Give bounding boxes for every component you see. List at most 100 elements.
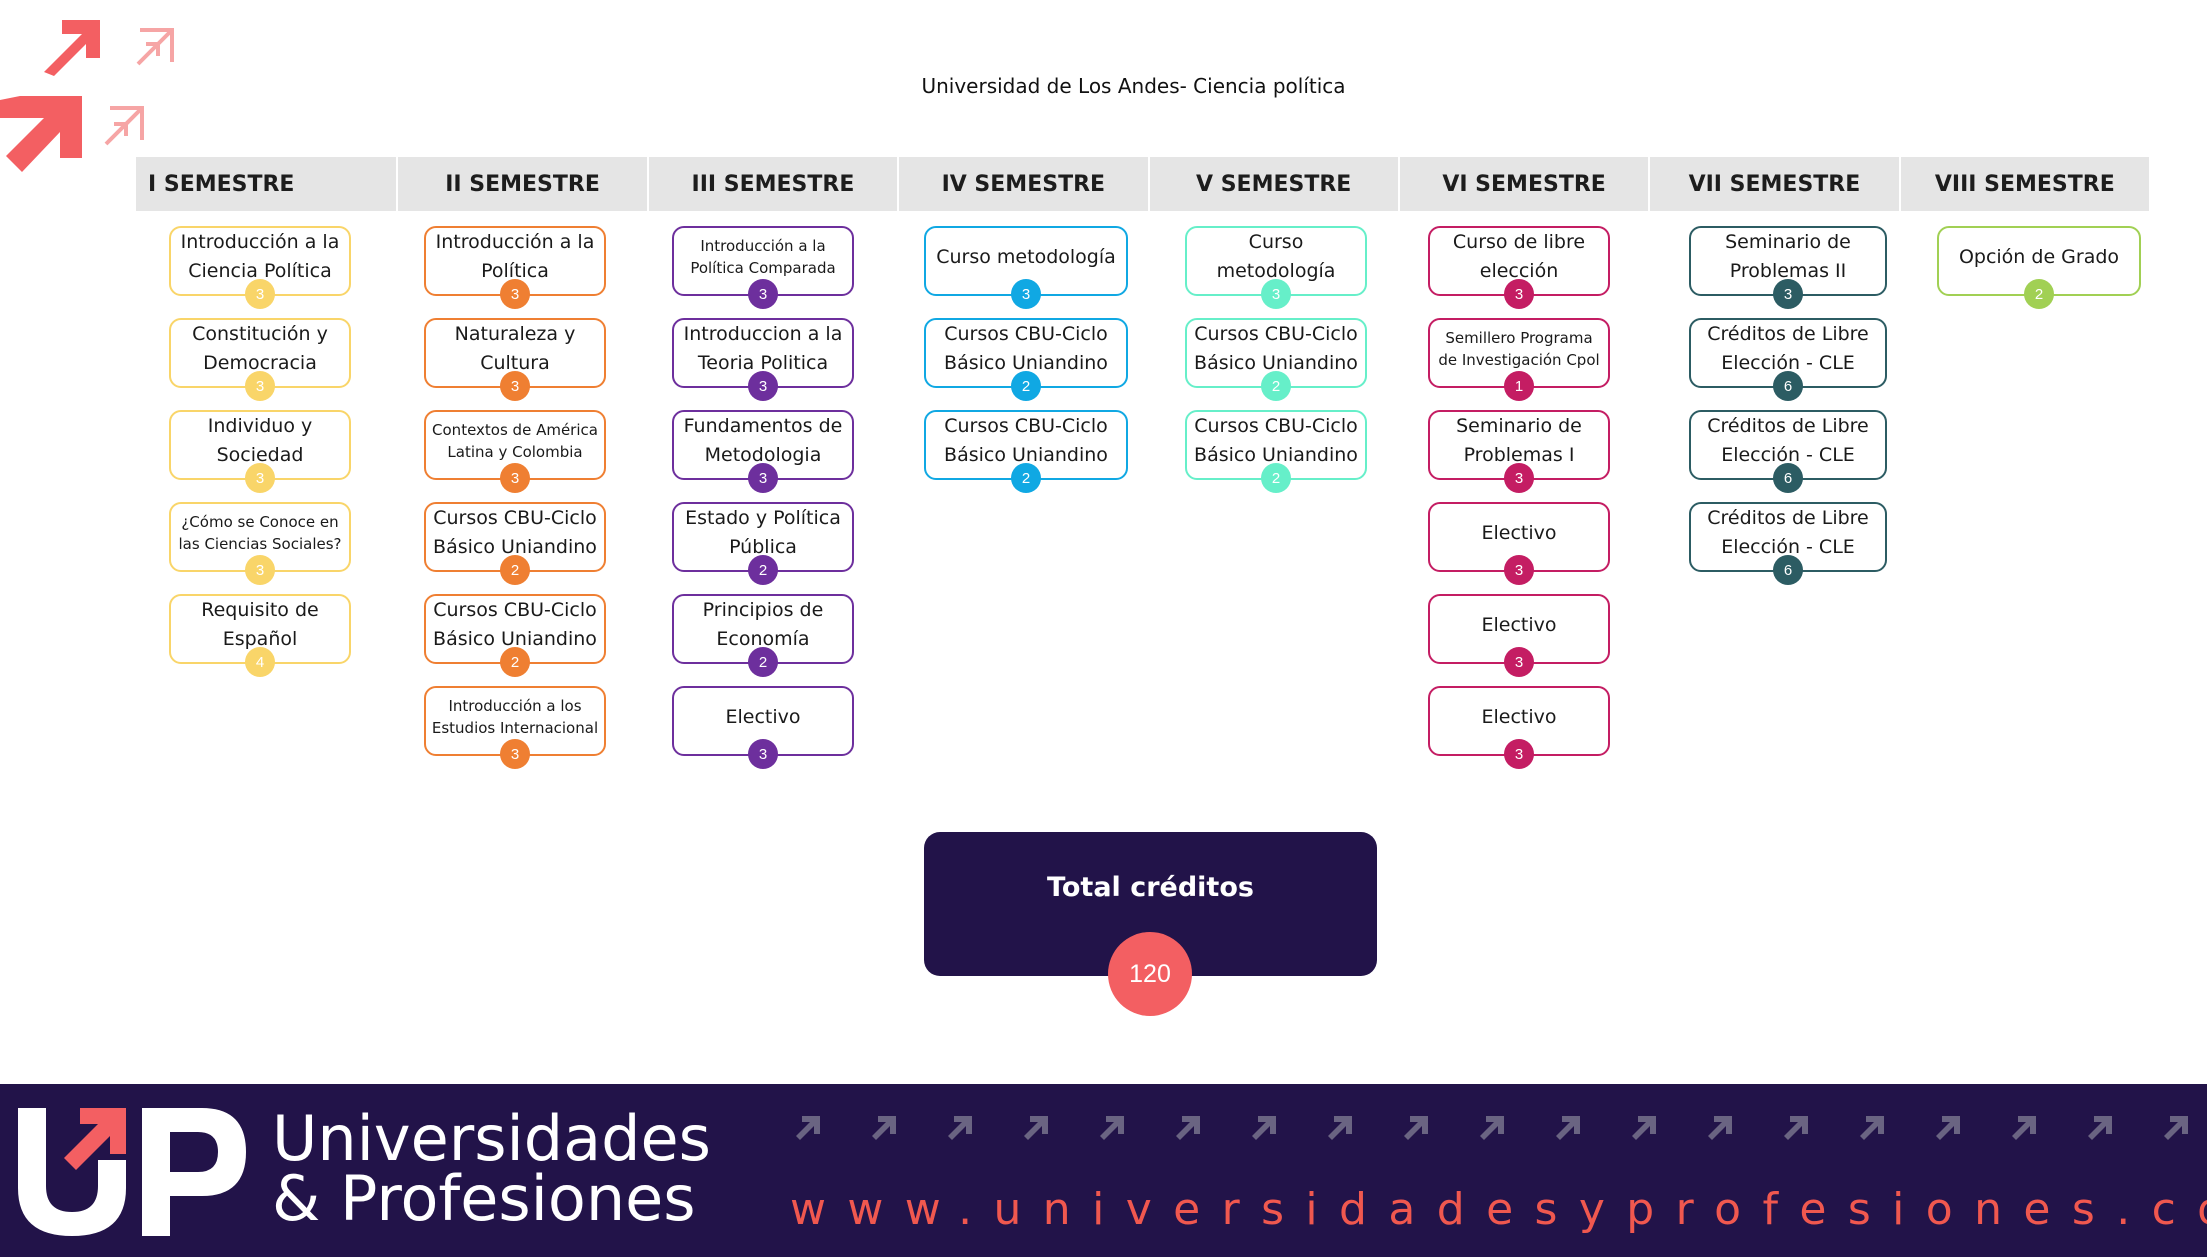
footer-website-link[interactable]: www.universidadesyprofesiones.com <box>790 1184 2207 1235</box>
arrow-icon <box>1784 1116 1808 1140</box>
up-logo-icon <box>18 1108 246 1236</box>
arrow-icon <box>948 1116 972 1140</box>
course-credits-badge: 2 <box>1261 463 1291 493</box>
semester-header-bar: I SEMESTRE II SEMESTRE III SEMESTRE IV S… <box>136 157 2149 211</box>
course-name: Introducción a la Ciencia Política <box>180 231 340 282</box>
arrow-icon <box>1100 1116 1124 1140</box>
semester-column-8: Opción de Grado 2 <box>1937 226 2141 318</box>
course-credits-badge: 2 <box>1011 371 1041 401</box>
course-name: Principios de Economía <box>702 599 824 650</box>
course-name: Cursos CBU-Ciclo Básico Uniandino <box>433 599 597 650</box>
course-credits-badge: 2 <box>2024 279 2054 309</box>
course-name: Curso metodología <box>1216 231 1336 282</box>
course-name: Requisito de Español <box>201 599 319 650</box>
course-credits-badge: 3 <box>1504 647 1534 677</box>
course-credits-badge: 1 <box>1504 371 1534 401</box>
course-name: Cursos CBU-Ciclo Básico Uniandino <box>944 323 1108 374</box>
semester-header-2: II SEMESTRE <box>398 157 649 211</box>
arrow-icon <box>872 1116 896 1140</box>
course-credits-badge: 2 <box>500 555 530 585</box>
arrow-large-icon <box>0 96 82 172</box>
course-name: Electivo <box>1481 613 1557 636</box>
course-name: Créditos de Libre Elección - CLE <box>1707 415 1869 466</box>
semester-header-4: IV SEMESTRE <box>899 157 1150 211</box>
arrow-icon <box>1252 1116 1276 1140</box>
total-credits-value: 120 <box>1108 932 1192 1016</box>
course-credits-badge: 6 <box>1773 463 1803 493</box>
arrow-icon <box>1936 1116 1960 1140</box>
course-name: Seminario de Problemas I <box>1456 415 1582 466</box>
semester-header-7: VII SEMESTRE <box>1650 157 1901 211</box>
course-credits-badge: 3 <box>1773 279 1803 309</box>
course-credits-badge: 2 <box>748 555 778 585</box>
arrow-icon <box>796 1116 820 1140</box>
course-name: Créditos de Libre Elección - CLE <box>1707 507 1869 558</box>
arrow-icon <box>1024 1116 1048 1140</box>
arrow-icon <box>1328 1116 1352 1140</box>
semester-header-3: III SEMESTRE <box>649 157 900 211</box>
course-credits-badge: 2 <box>1011 463 1041 493</box>
course-card: Electivo 3 <box>1428 594 1610 677</box>
course-credits-badge: 3 <box>1504 739 1534 769</box>
course-credits-badge: 3 <box>1504 463 1534 493</box>
course-credits-badge: 2 <box>500 647 530 677</box>
footer-banner: Universidades & Profesiones www.universi… <box>0 1084 2207 1257</box>
arrow-icon <box>1708 1116 1732 1140</box>
course-name: Seminario de Problemas II <box>1725 231 1851 282</box>
course-name: ¿Cómo se Conoce en las Ciencias Sociales… <box>178 513 342 553</box>
course-credits-badge: 3 <box>245 279 275 309</box>
course-name: Fundamentos de Metodologia <box>683 415 843 466</box>
arrow-icon <box>44 20 100 76</box>
semester-header-8: VIII SEMESTRE <box>1934 171 2115 197</box>
total-credits-label: Total créditos <box>1047 872 1254 903</box>
arrow-icon <box>1556 1116 1580 1140</box>
course-name: Contextos de América Latina y Colombia <box>432 421 598 461</box>
arrow-outline-icon <box>136 28 174 66</box>
course-name: Estado y Política Pública <box>685 507 841 558</box>
arrow-icon <box>2012 1116 2036 1140</box>
course-credits-badge: 3 <box>748 371 778 401</box>
arrow-icon <box>1860 1116 1884 1140</box>
course-name: Créditos de Libre Elección - CLE <box>1707 323 1869 374</box>
course-credits-badge: 3 <box>748 463 778 493</box>
course-credits-badge: 6 <box>1773 555 1803 585</box>
course-card: Electivo 3 <box>1428 686 1610 769</box>
course-credits-badge: 3 <box>748 279 778 309</box>
course-credits-badge: 2 <box>748 647 778 677</box>
course-name: Electivo <box>725 705 801 728</box>
course-credits-badge: 3 <box>500 739 530 769</box>
course-name: Electivo <box>1481 705 1557 728</box>
course-credits-badge: 3 <box>1504 555 1534 585</box>
course-credits-badge: 3 <box>1504 279 1534 309</box>
course-name: Electivo <box>1481 521 1557 544</box>
course-credits-badge: 3 <box>245 371 275 401</box>
course-credits-badge: 3 <box>245 463 275 493</box>
course-name: Opción de Grado <box>1958 245 2120 268</box>
course-credits-badge: 6 <box>1773 371 1803 401</box>
arrow-icon <box>2164 1116 2188 1140</box>
arrow-outline-small-icon <box>104 106 144 146</box>
